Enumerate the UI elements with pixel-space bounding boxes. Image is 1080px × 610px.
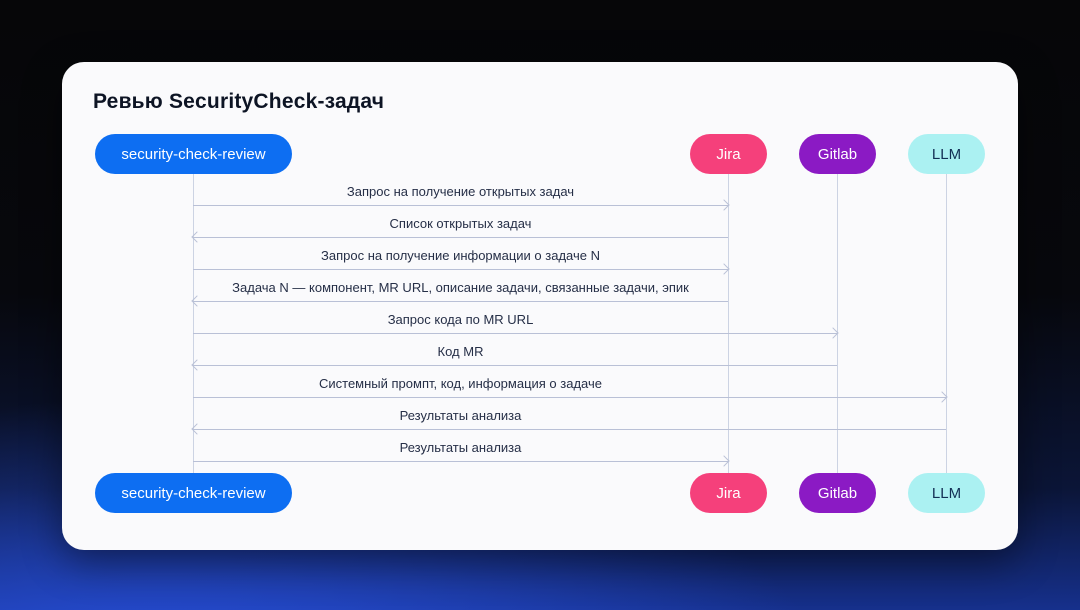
actor-label: Gitlab bbox=[817, 484, 858, 502]
message-arrow bbox=[193, 455, 730, 467]
page-title: Ревью SecurityCheck-задач bbox=[93, 90, 385, 113]
actor-pill-gitlab-bottom: Gitlab bbox=[799, 473, 876, 513]
actor-pill-security-check-review-bottom: security-check-review bbox=[95, 473, 292, 513]
actor-pill-jira-bottom: Jira bbox=[690, 473, 767, 513]
message-arrow bbox=[191, 359, 837, 371]
message-label: Запрос на получение открытых задач bbox=[346, 184, 575, 199]
actor-pill-llm-bottom: LLM bbox=[908, 473, 985, 513]
actor-label: Jira bbox=[716, 484, 741, 502]
message-label: Код MR bbox=[437, 344, 484, 359]
message-label: Результаты анализа bbox=[399, 408, 522, 423]
actor-label: security-check-review bbox=[121, 145, 266, 163]
actor-pill-gitlab-top: Gitlab bbox=[799, 134, 876, 174]
message-label: Запрос кода по MR URL bbox=[387, 312, 534, 327]
lifeline-jira bbox=[728, 174, 729, 473]
diagram-card: Ревью SecurityCheck-задач security-check… bbox=[62, 62, 1018, 550]
message-arrow bbox=[191, 295, 728, 307]
actor-label: LLM bbox=[931, 484, 962, 502]
lifeline-llm bbox=[946, 174, 947, 473]
message-label: Задача N — компонент, MR URL, описание з… bbox=[232, 280, 689, 295]
actor-pill-jira-top: Jira bbox=[690, 134, 767, 174]
actor-label: security-check-review bbox=[121, 484, 266, 502]
message-label: Результаты анализа bbox=[399, 440, 522, 455]
lifeline-security-check-review bbox=[193, 174, 194, 473]
message-arrow bbox=[193, 263, 730, 275]
message-label: Список открытых задач bbox=[389, 216, 532, 231]
message-arrow bbox=[193, 327, 839, 339]
actor-pill-llm-top: LLM bbox=[908, 134, 985, 174]
message-label: Системный промпт, код, информация о зада… bbox=[318, 376, 602, 391]
message-arrow bbox=[193, 391, 948, 403]
lifeline-gitlab bbox=[837, 174, 838, 473]
message-arrow bbox=[191, 423, 946, 435]
message-arrow bbox=[193, 199, 730, 211]
message-arrow bbox=[191, 231, 728, 243]
actor-pill-security-check-review-top: security-check-review bbox=[95, 134, 292, 174]
actor-label: LLM bbox=[931, 145, 962, 163]
actor-label: Jira bbox=[716, 145, 741, 163]
message-label: Запрос на получение информации о задаче … bbox=[321, 248, 600, 263]
actor-label: Gitlab bbox=[817, 145, 858, 163]
